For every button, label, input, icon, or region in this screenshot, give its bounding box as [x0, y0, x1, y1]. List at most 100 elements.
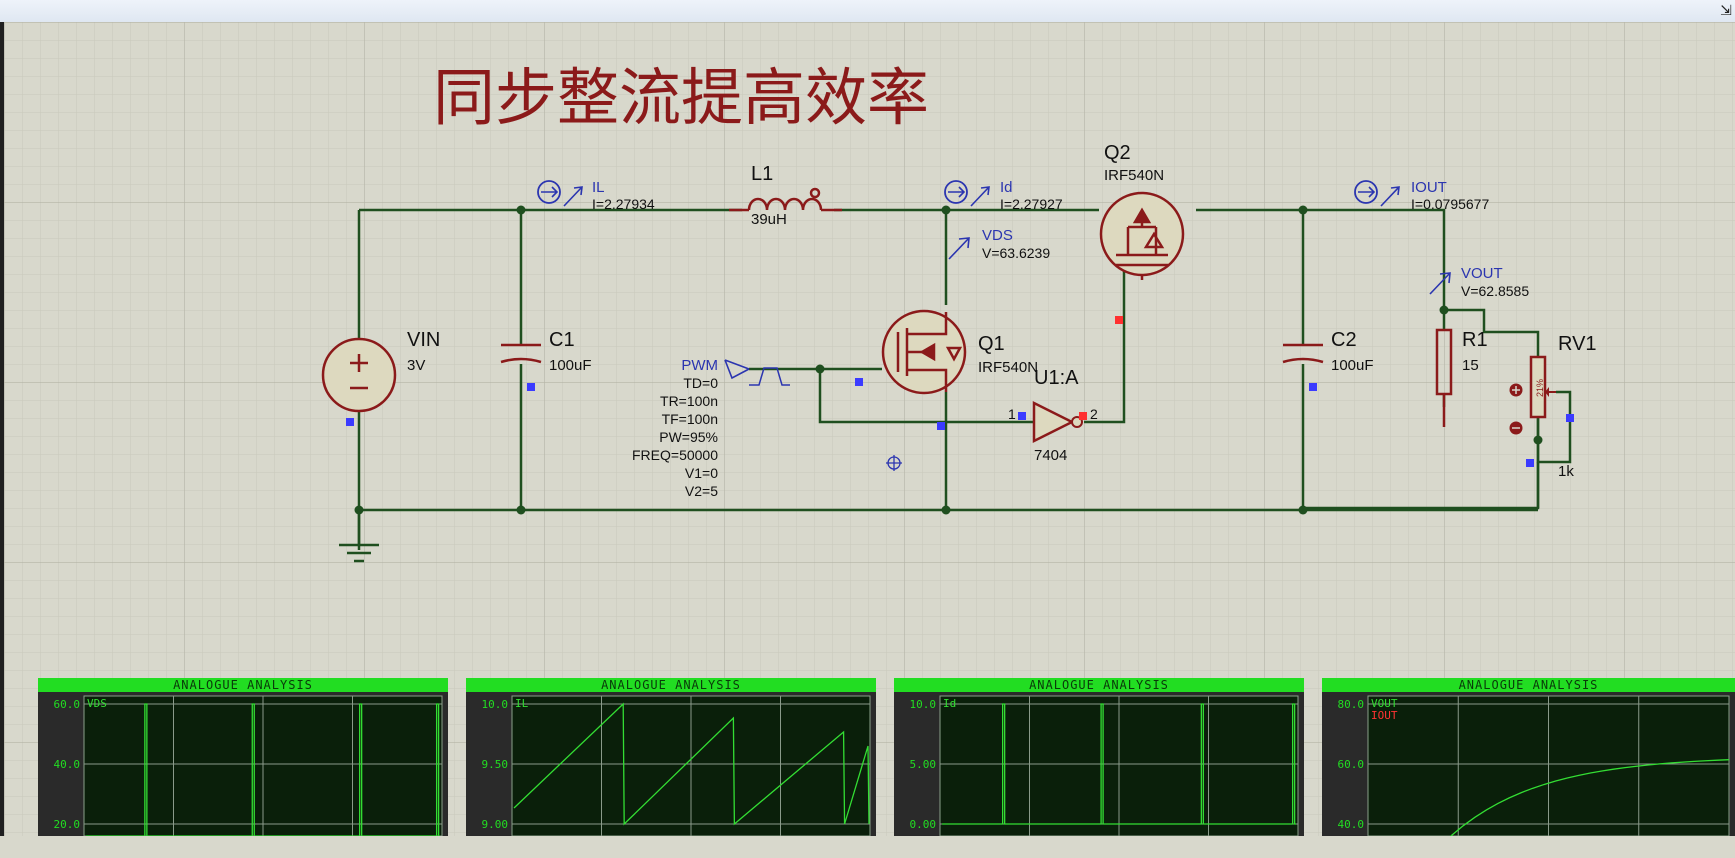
graph-trace-label: Id	[943, 697, 956, 710]
graph-header: ANALOGUE ANALYSIS	[1459, 678, 1599, 692]
graph-ytick: 9.00	[482, 818, 509, 831]
rv1-setting: 21%	[1535, 379, 1545, 397]
probe-id-label: Id	[1000, 179, 1013, 196]
probe-il-reading: I=2.27934	[592, 196, 655, 212]
window-title-bar: ⇲	[0, 0, 1735, 23]
vin-name: VIN	[407, 329, 440, 351]
inductor-icon[interactable]	[729, 187, 842, 212]
q2-name: Q2	[1104, 142, 1131, 164]
potentiometer-icon[interactable]: 21%	[1526, 355, 1574, 467]
c2-value: 100uF	[1331, 357, 1374, 374]
graph-ytick: 5.00	[910, 758, 937, 771]
pwm-param: TF=100n	[662, 411, 718, 427]
voltage-probe-vout-icon[interactable]	[1429, 272, 1451, 295]
rv1-name: RV1	[1558, 333, 1597, 355]
graph-ytick: 40.0	[1338, 818, 1365, 831]
pwm-param: TR=100n	[660, 393, 718, 409]
q1-value: IRF540N	[978, 359, 1038, 376]
r1-name: R1	[1462, 329, 1488, 351]
wires	[357, 208, 1572, 550]
q2-value: IRF540N	[1104, 167, 1164, 184]
current-probe-iout-icon[interactable]	[1354, 180, 1400, 207]
probe-vout-label: VOUT	[1461, 265, 1503, 282]
graph-trace-label: VDS	[87, 697, 107, 710]
probe-vout-reading: V=62.8585	[1461, 283, 1529, 299]
capacitor-icon[interactable]	[1282, 343, 1324, 364]
pwm-label: PWM	[681, 357, 718, 374]
graph-trace	[1449, 759, 1730, 836]
rv1-increase-button[interactable]	[1509, 383, 1523, 397]
graph-ytick: 60.0	[1338, 758, 1365, 771]
analogue-graph-vout[interactable]: ANALOGUE ANALYSIS80.060.040.020.0VOUTIOU…	[1322, 678, 1735, 858]
resistor-icon[interactable]	[1435, 328, 1453, 427]
rv1-value: 1k	[1558, 463, 1574, 480]
c1-pin-marker	[527, 383, 535, 391]
graph-header-bar	[894, 678, 1304, 692]
pulse-generator-icon[interactable]	[724, 359, 790, 386]
schematic-canvas[interactable]: 同步整流提高效率	[4, 22, 1735, 836]
graph-ytick: 0.00	[910, 818, 937, 831]
nmos-icon[interactable]	[855, 309, 967, 430]
nmos-icon[interactable]	[1099, 191, 1185, 324]
schematic-title: 同步整流提高效率	[433, 61, 929, 134]
pwm-param: FREQ=50000	[632, 447, 718, 463]
pwm-param: PW=95%	[659, 429, 718, 445]
ground-icon[interactable]	[339, 510, 379, 563]
vin-value: 3V	[407, 357, 425, 374]
graph-ytick: 40.0	[54, 758, 81, 771]
graph-ytick: 10.0	[910, 698, 937, 711]
u1-pin-out: 2	[1090, 406, 1098, 422]
graph-header: ANALOGUE ANALYSIS	[173, 678, 313, 692]
graph-trace	[942, 703, 1296, 825]
c2-pin-marker	[1309, 383, 1317, 391]
graph-trace-label: IOUT	[1371, 709, 1398, 722]
analogue-graph-vds[interactable]: ANALOGUE ANALYSIS 60.0 40.0 20.0 VDS	[38, 678, 448, 858]
probe-iout-label: IOUT	[1411, 179, 1447, 196]
pwm-param: V2=5	[685, 483, 718, 499]
graph-ytick: 9.50	[482, 758, 509, 771]
graph-ytick: 80.0	[1338, 698, 1365, 711]
probe-il-label: IL	[592, 179, 605, 196]
graph-header: ANALOGUE ANALYSIS	[1029, 678, 1169, 692]
current-probe-il-icon[interactable]	[537, 180, 583, 207]
probe-iout-reading: I=0.0795677	[1411, 196, 1489, 212]
voltage-probe-vds-icon[interactable]	[948, 237, 970, 260]
l1-value: 39uH	[751, 211, 787, 228]
c1-value: 100uF	[549, 357, 592, 374]
r1-value: 15	[1462, 357, 1479, 374]
pwm-param: TD=0	[683, 375, 718, 391]
pwm-param: V1=0	[685, 465, 718, 481]
u1-pin-in: 1	[1008, 406, 1016, 422]
u1-name: U1:A	[1034, 367, 1079, 389]
graph-header-bar	[38, 678, 448, 692]
c1-name: C1	[549, 329, 575, 351]
pwm-params: TD=0 TR=100n TF=100n PW=95% FREQ=50000 V…	[632, 375, 718, 499]
current-probe-id-icon[interactable]	[944, 180, 990, 207]
window-left-border	[0, 22, 4, 836]
probe-vds-reading: V=63.6239	[982, 245, 1050, 261]
probe-vds-label: VDS	[982, 227, 1013, 244]
dc-voltage-source-icon[interactable]	[321, 337, 397, 426]
graph-trace-label: VOUT	[1371, 697, 1398, 710]
probe-id-reading: I=2.27927	[1000, 196, 1063, 212]
graph-ytick: 60.0	[54, 698, 81, 711]
capacitor-icon[interactable]	[500, 192, 542, 364]
crosshair-icon	[886, 455, 902, 471]
q1-name: Q1	[978, 333, 1005, 355]
l1-name: L1	[751, 163, 773, 185]
junctions	[354, 205, 1543, 515]
graph-header-bar	[1322, 678, 1735, 692]
c2-name: C2	[1331, 329, 1357, 351]
graph-trace	[86, 703, 440, 836]
graph-ytick: 10.0	[482, 698, 509, 711]
resize-cursor-icon[interactable]: ⇲	[1720, 2, 1732, 18]
u1-value: 7404	[1034, 447, 1067, 464]
graph-header-bar	[466, 678, 876, 692]
analogue-graph-id[interactable]: ANALOGUE ANALYSIS 10.0 5.00 0.00 Id	[894, 678, 1304, 858]
graph-ytick: 20.0	[54, 818, 81, 831]
graph-trace-label: IL	[515, 697, 529, 710]
graph-trace	[513, 702, 870, 826]
inverter-icon[interactable]	[1018, 400, 1087, 444]
rv1-decrease-button[interactable]	[1509, 421, 1523, 435]
